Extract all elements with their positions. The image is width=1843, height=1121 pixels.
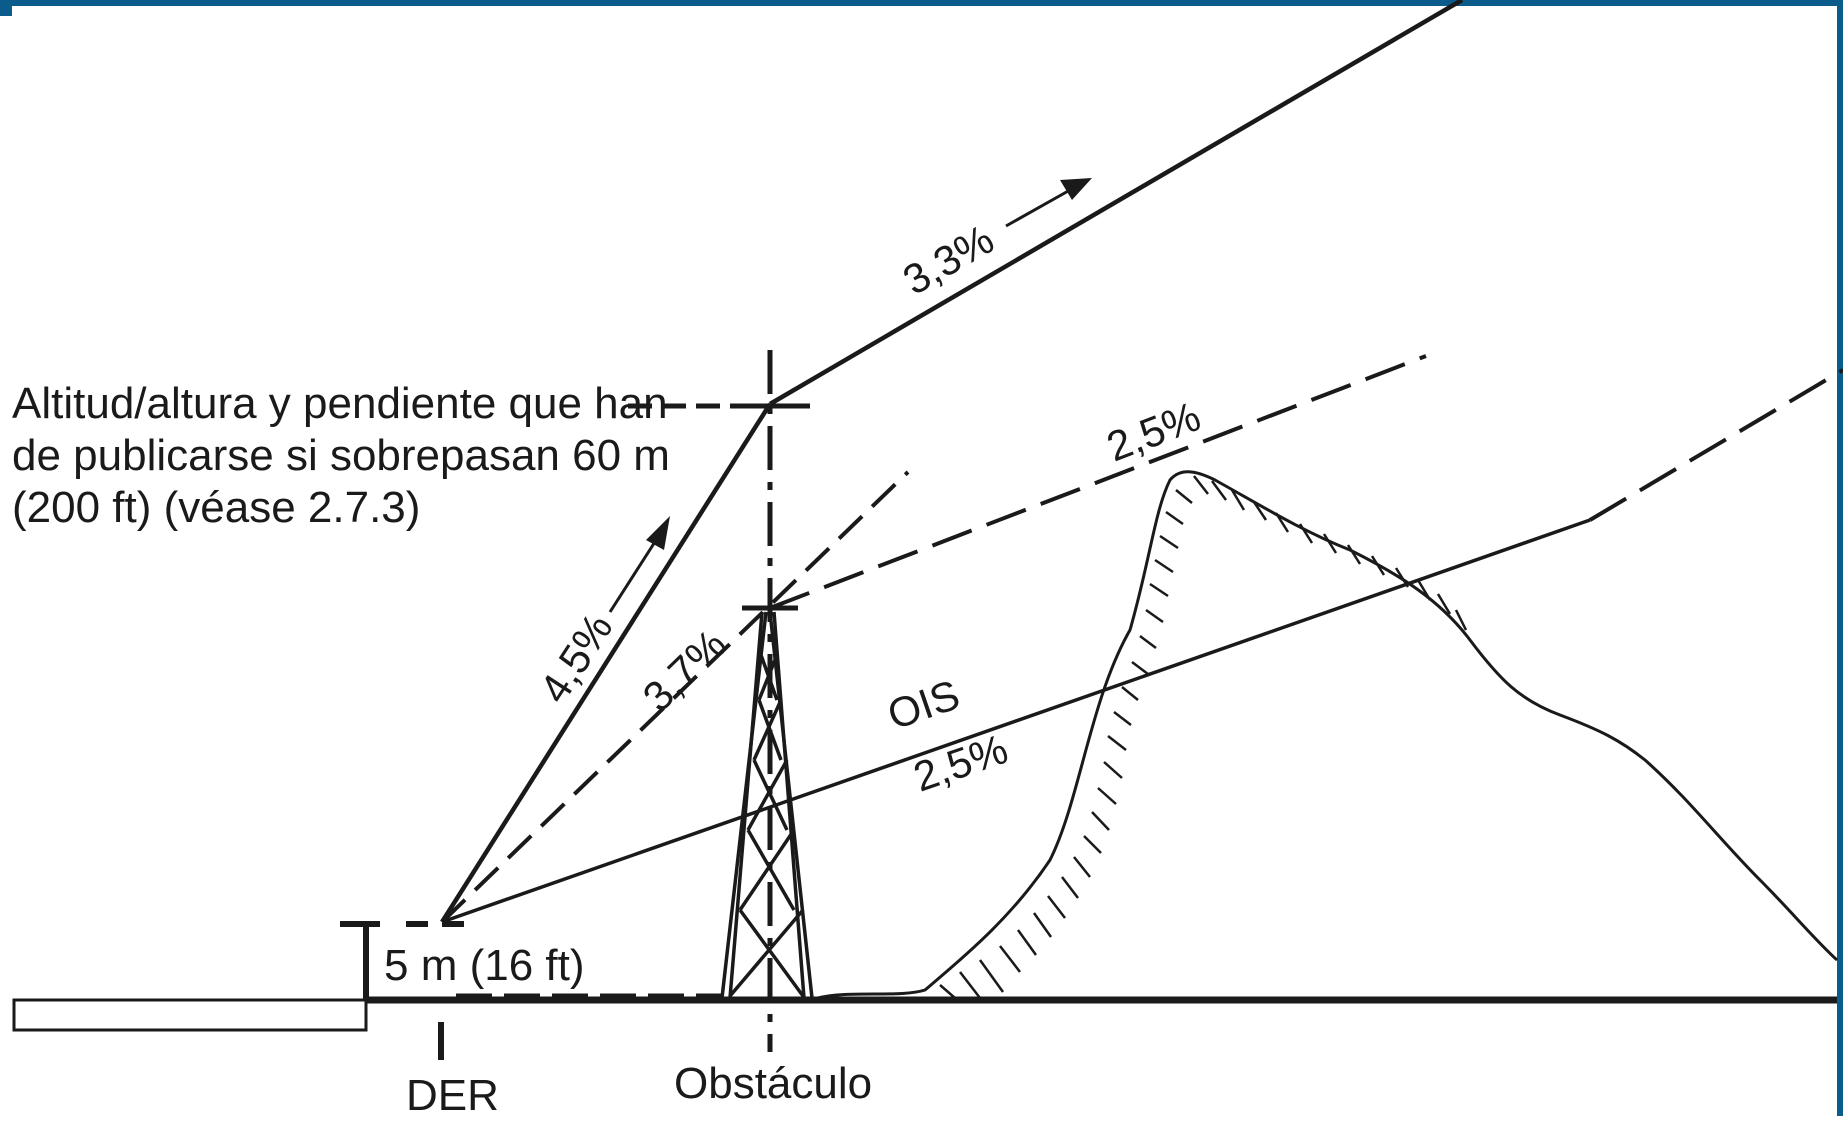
ois-label: OIS <box>882 671 966 739</box>
obstacle-label: Obstáculo <box>674 1059 872 1108</box>
runway <box>12 998 368 1032</box>
top-frame-bar <box>0 0 1843 6</box>
gradient-label-2-5-ois: 2,5% <box>908 725 1014 801</box>
gradient-label-3-7: 3,7% <box>634 620 736 720</box>
note-line-1: Altitud/altura y pendiente que han <box>12 379 668 428</box>
note-line-2: de publicarse si sobrepasan 60 m <box>12 431 670 480</box>
ois-extension <box>1588 368 1843 522</box>
clearance-line-2-5 <box>769 354 1427 610</box>
right-frame-bar <box>1837 0 1843 1116</box>
climb-line-4-5 <box>440 402 772 924</box>
terrain-profile <box>817 470 1839 1000</box>
height-label: 5 m (16 ft) <box>384 941 585 990</box>
der-label: DER <box>406 1071 499 1116</box>
climb-line-3-3 <box>768 0 1464 406</box>
gradient-label-3-3: 3,3% <box>895 215 1001 304</box>
arrow-up-icon <box>608 516 670 613</box>
top-left-mark <box>0 0 12 16</box>
arrow-up-right-icon <box>1005 178 1092 228</box>
terrain-hatching <box>939 475 1468 999</box>
climb-line-3-7 <box>440 470 910 924</box>
ois-line <box>441 518 1591 924</box>
obstacle-tower <box>720 611 814 999</box>
note-line-3: (200 ft) (véase 2.7.3) <box>12 483 420 532</box>
